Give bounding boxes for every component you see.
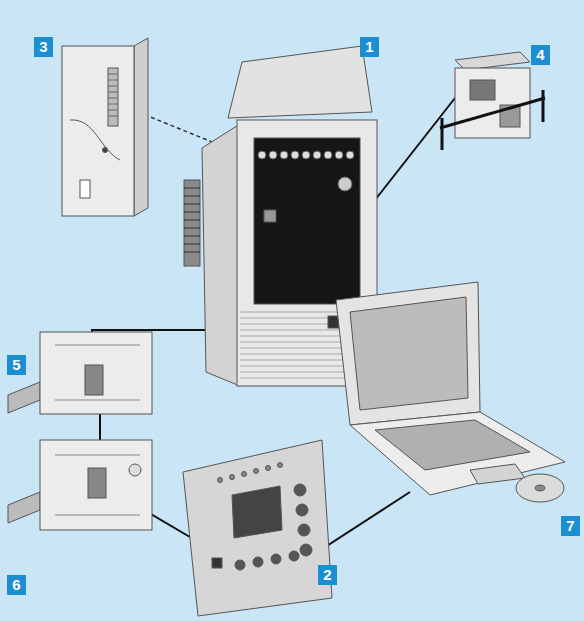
- callout-number: 2: [318, 565, 337, 585]
- extension-module: [62, 38, 148, 216]
- callout-text: 5: [12, 356, 20, 373]
- laptop: [336, 282, 565, 502]
- callout-text: 4: [536, 46, 544, 63]
- callout-number: 1: [360, 37, 379, 57]
- io-module: [8, 332, 152, 530]
- callout-text: 6: [12, 576, 20, 593]
- callout-text: 2: [323, 566, 331, 583]
- callout-text: 1: [365, 38, 373, 55]
- callout-number: 7: [561, 516, 580, 536]
- callout-text: 7: [566, 517, 574, 534]
- callout-number: 4: [531, 45, 550, 65]
- callout-number: 5: [7, 355, 26, 375]
- callout-number: 6: [7, 575, 26, 595]
- callout-text: 3: [39, 38, 47, 55]
- rail-module: [440, 52, 545, 150]
- callout-number: 3: [34, 37, 53, 57]
- remote-display: [183, 440, 332, 616]
